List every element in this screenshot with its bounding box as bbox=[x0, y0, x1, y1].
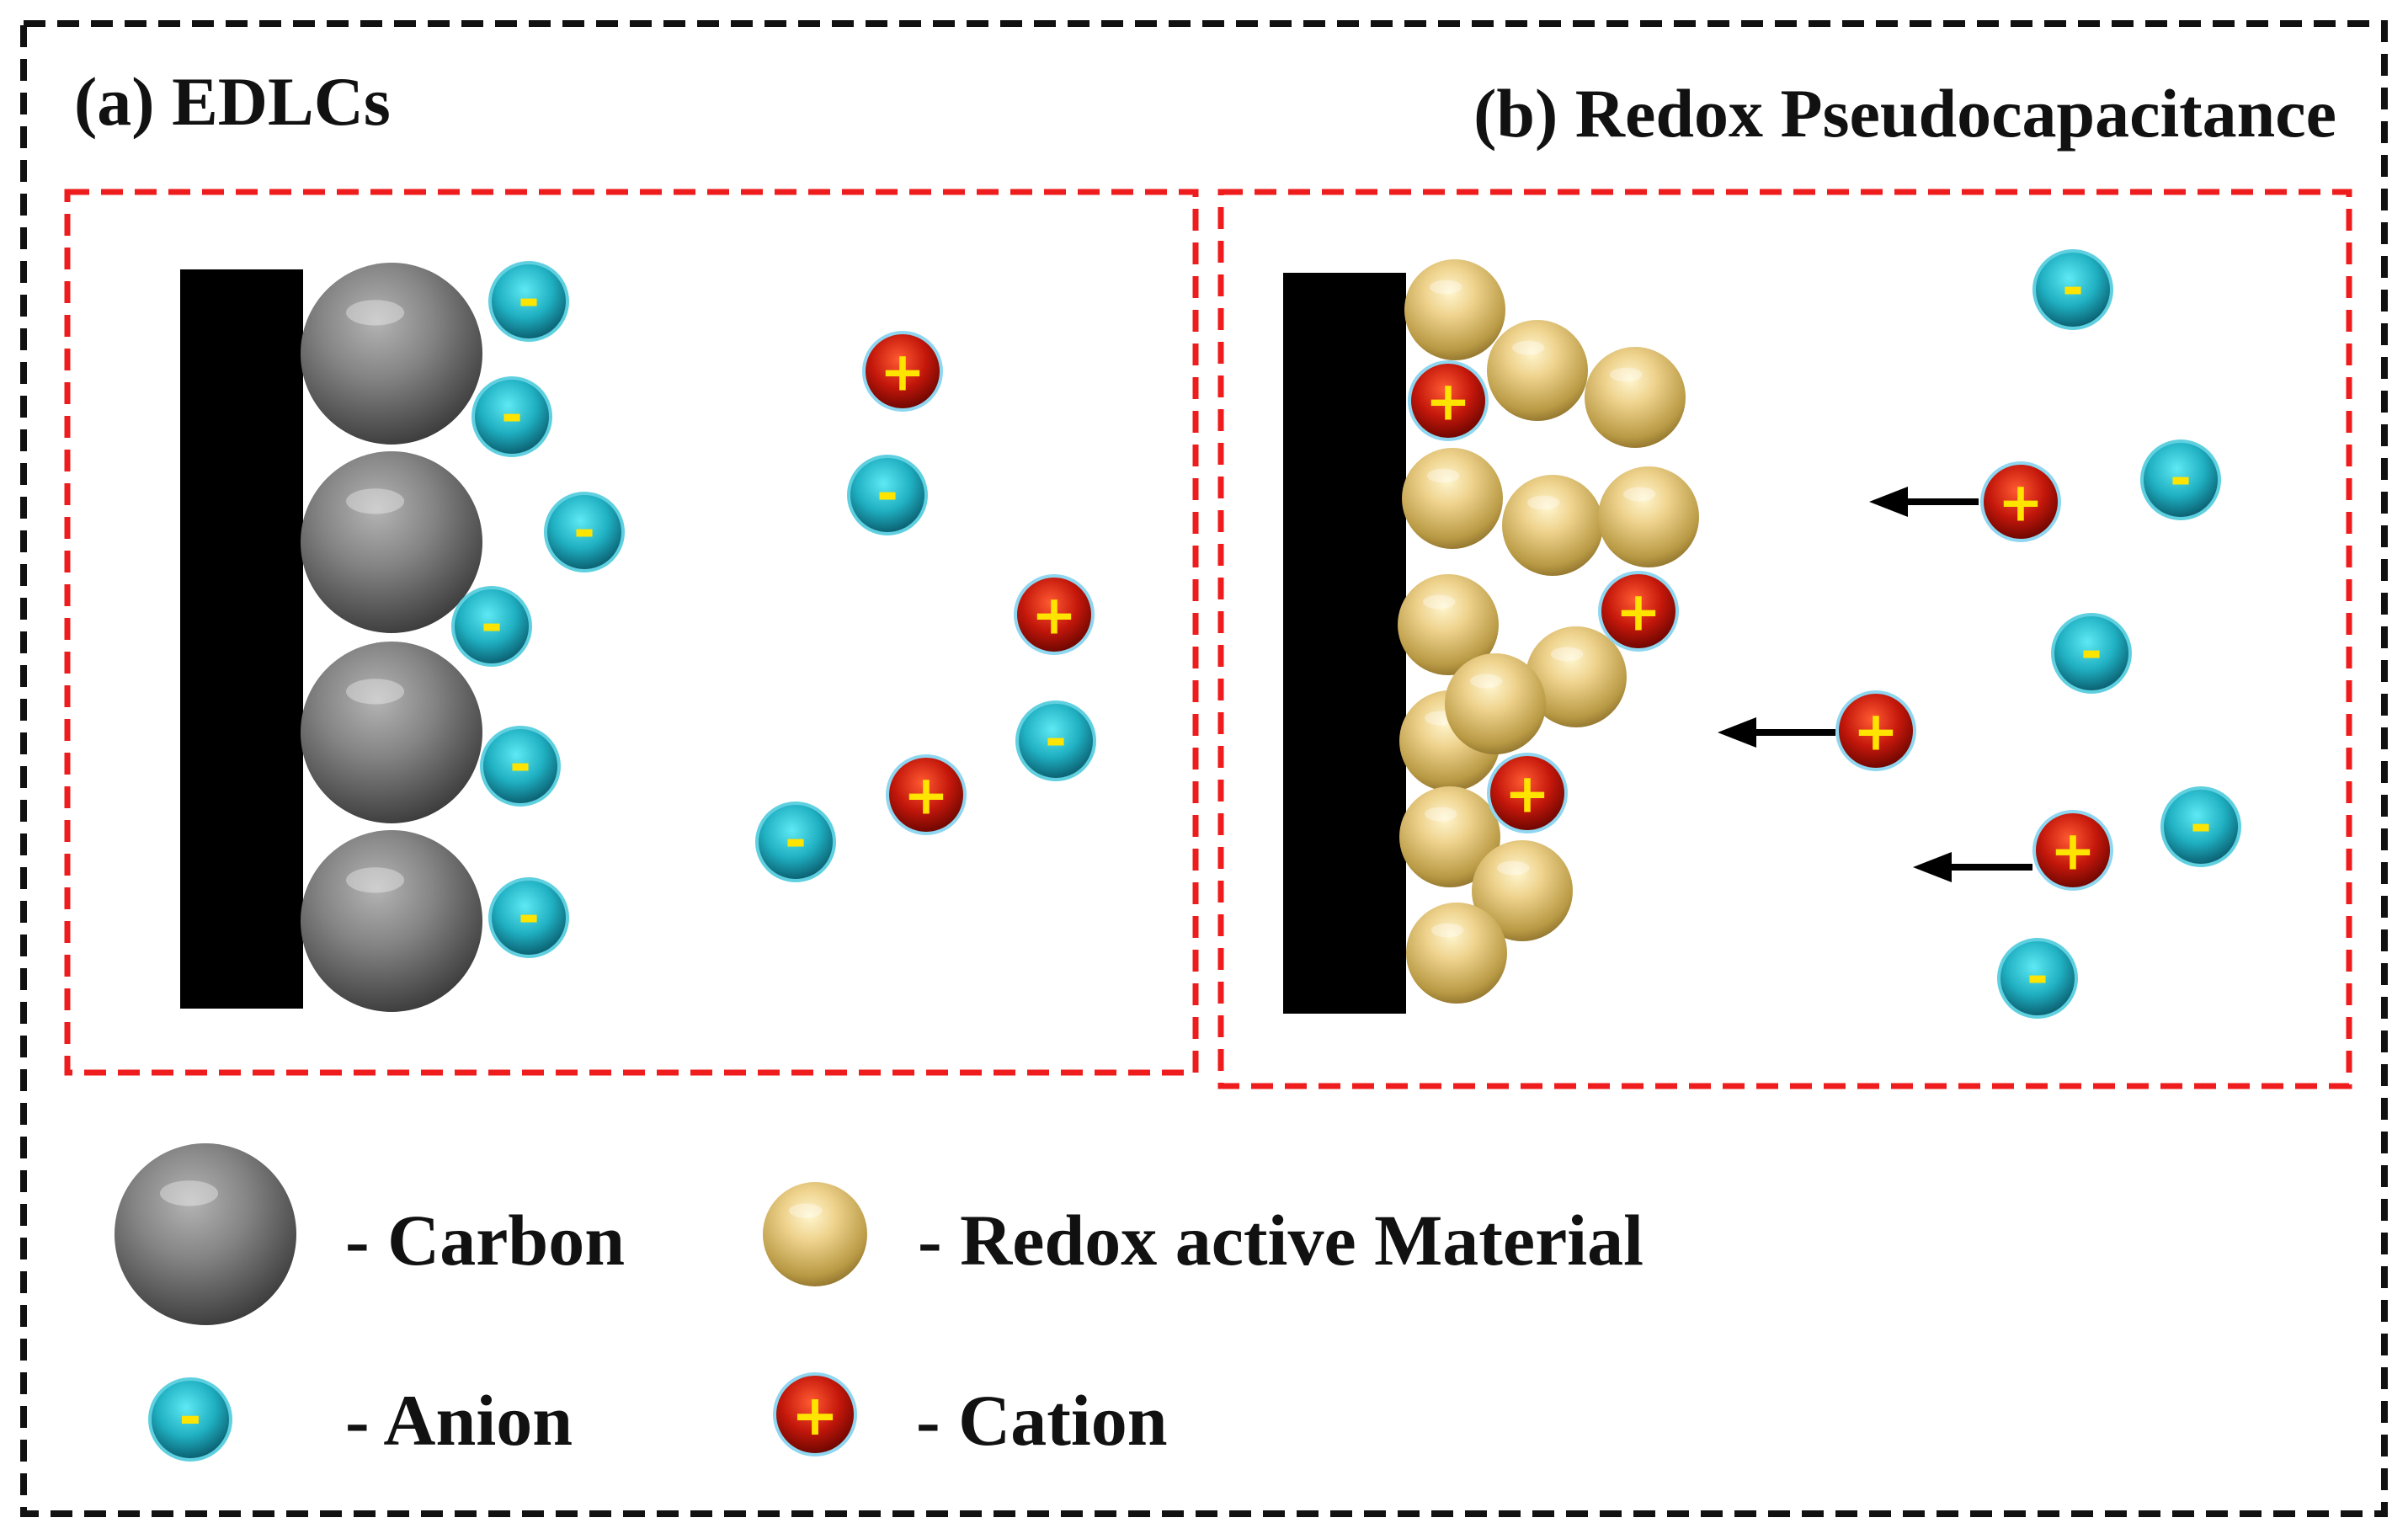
legend-icons: -+ bbox=[115, 1143, 867, 1462]
redox-sphere bbox=[1598, 466, 1699, 567]
anion-ion: - bbox=[847, 455, 928, 535]
anion-icon: - bbox=[148, 1377, 232, 1462]
redox-sphere bbox=[1472, 840, 1573, 941]
cation-sign: + bbox=[1031, 583, 1077, 647]
anion-sign: - bbox=[1045, 708, 1067, 770]
redox-sphere bbox=[1406, 903, 1507, 1004]
redox-sphere bbox=[1399, 786, 1500, 887]
cation-sign: + bbox=[903, 764, 949, 827]
anion-ion: - bbox=[480, 726, 561, 807]
panel-b-arrows bbox=[1718, 487, 2032, 882]
anion-ion: - bbox=[1997, 938, 2078, 1019]
anion-sign: - bbox=[481, 594, 503, 655]
anion-sign: - bbox=[518, 269, 540, 330]
legend: -+ - Carbon - Redox active Material - An… bbox=[115, 1143, 1644, 1462]
anion-sign: - bbox=[2080, 620, 2102, 682]
redox-sphere bbox=[1404, 259, 1505, 360]
arrow-head bbox=[1869, 487, 1908, 517]
arrow-head bbox=[1913, 852, 1952, 882]
panel-a-frame bbox=[64, 189, 1199, 1076]
cation-ion: + bbox=[1980, 461, 2061, 542]
cation-sign: + bbox=[1505, 762, 1550, 825]
panel-b-redox-material bbox=[1398, 259, 1699, 1004]
panel-a-title: (a) EDLCs bbox=[74, 63, 391, 140]
cation-icon: + bbox=[773, 1372, 857, 1456]
cation-ion: + bbox=[1014, 574, 1095, 655]
anion-sign: - bbox=[573, 499, 595, 561]
panel-a-electrode bbox=[180, 269, 303, 1009]
anion-sign: - bbox=[501, 384, 523, 445]
cation-sign: + bbox=[1998, 471, 2043, 534]
redox-sphere bbox=[1398, 574, 1499, 675]
anion-sign: - bbox=[2062, 257, 2084, 318]
redox-sphere bbox=[1445, 653, 1546, 754]
anion-sign: - bbox=[179, 1386, 202, 1449]
cation-sign: + bbox=[791, 1382, 839, 1448]
anion-sign: - bbox=[785, 809, 807, 871]
cation-sign: + bbox=[880, 340, 925, 403]
anion-sign: - bbox=[2190, 794, 2212, 855]
arrow-head bbox=[1718, 717, 1756, 748]
panel-b-title: (b) Redox Pseudocapacitance bbox=[1473, 75, 2336, 152]
cation-ion: + bbox=[886, 754, 967, 835]
redox-sphere bbox=[1487, 320, 1588, 421]
anion-ion: - bbox=[1015, 700, 1096, 781]
cation-ion: + bbox=[1835, 690, 1916, 771]
cation-sign: + bbox=[2050, 819, 2096, 882]
carbon-sphere bbox=[301, 642, 482, 823]
panel-b-electrode bbox=[1283, 273, 1406, 1014]
anion-ion: - bbox=[488, 877, 569, 958]
anion-ion: - bbox=[544, 492, 625, 572]
cation-ion: + bbox=[862, 331, 943, 412]
panel-a-carbon-layer bbox=[301, 263, 482, 1012]
anion-ion: - bbox=[2160, 786, 2241, 867]
anion-ion: - bbox=[451, 586, 532, 667]
anion-ion: - bbox=[2032, 249, 2113, 330]
anion-sign: - bbox=[509, 733, 531, 795]
redox-sphere bbox=[1402, 448, 1503, 549]
anion-ion: - bbox=[471, 376, 552, 457]
legend-cation-label: - Cation bbox=[916, 1380, 1168, 1461]
outer-frame bbox=[20, 20, 2388, 1517]
legend-carbon-label: - Carbon bbox=[345, 1200, 625, 1281]
cation-ion: + bbox=[1408, 360, 1489, 441]
anion-sign: - bbox=[518, 885, 540, 946]
redox-sphere bbox=[1502, 475, 1603, 576]
carbon-sphere bbox=[301, 263, 482, 445]
cation-sign: + bbox=[1616, 580, 1661, 643]
anion-ion: - bbox=[2140, 439, 2221, 520]
legend-anion-label: - Anion bbox=[345, 1380, 573, 1461]
anion-ion: - bbox=[2051, 613, 2132, 694]
anion-sign: - bbox=[876, 462, 898, 524]
cation-sign: + bbox=[1853, 700, 1899, 763]
redox-sphere-icon bbox=[763, 1182, 867, 1286]
cation-ion: + bbox=[2032, 810, 2113, 891]
anion-sign: - bbox=[2170, 447, 2192, 509]
panel-a-ions: ------+-+-+- bbox=[451, 261, 1096, 958]
redox-sphere bbox=[1585, 347, 1686, 448]
redox-sphere bbox=[1526, 626, 1627, 727]
carbon-sphere-icon bbox=[115, 1143, 296, 1325]
cation-ion: + bbox=[1487, 753, 1568, 833]
panel-b-ions: + + + + + + - - - - - bbox=[1408, 249, 2241, 1019]
anion-sign: - bbox=[2027, 945, 2048, 1007]
legend-redox-label: - Redox active Material bbox=[918, 1200, 1644, 1281]
cation-sign: + bbox=[1425, 370, 1471, 433]
anion-ion: - bbox=[488, 261, 569, 342]
cation-ion: + bbox=[1598, 571, 1679, 652]
carbon-sphere bbox=[301, 451, 482, 633]
anion-ion: - bbox=[755, 801, 836, 882]
carbon-sphere bbox=[301, 830, 482, 1012]
